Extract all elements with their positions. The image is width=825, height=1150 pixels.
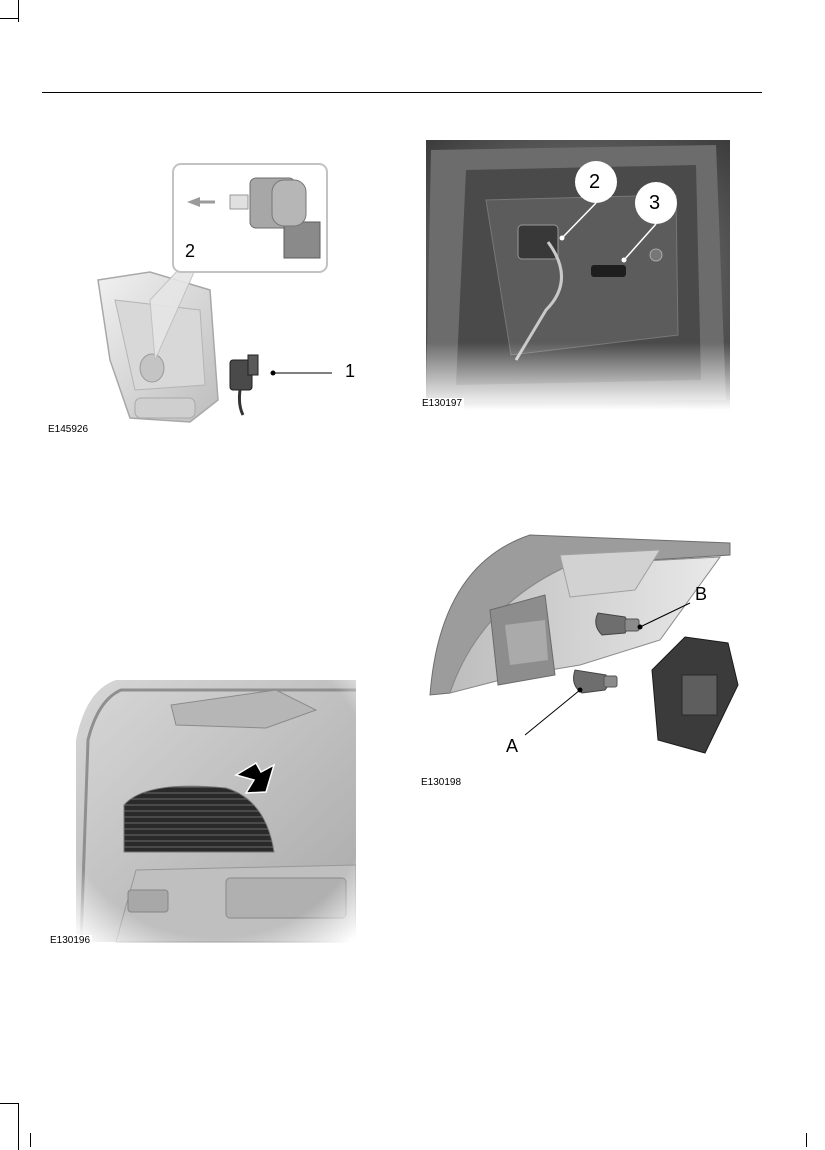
figure-trim-panel (76, 680, 356, 948)
figure-code: E130197 (420, 398, 465, 410)
figure-code: E130198 (419, 777, 464, 789)
callout-A: A (506, 736, 519, 756)
callout-2: 2 (589, 171, 601, 193)
crop-mark-bottom-left-v (18, 1103, 19, 1150)
crop-mark-top-left-v (18, 0, 19, 22)
figure-code: E130196 (48, 935, 93, 947)
figure-lamp-socket: 2 3 (426, 140, 730, 410)
callout-3: 3 (649, 192, 661, 214)
crop-mark-bottom-right-tick (806, 1133, 807, 1147)
crop-mark-top-left-h (0, 18, 18, 19)
callout-B: B (695, 584, 708, 604)
figure-rear-lamp-bulbs: B A (420, 525, 745, 765)
callout-2: 2 (185, 241, 196, 261)
crop-mark-bottom-left-h (0, 1103, 18, 1104)
figure-code: E145926 (46, 424, 91, 436)
header-rule (42, 92, 762, 93)
figure-headlamp-bulb: 2 1 (40, 150, 380, 445)
crop-mark-bottom-left-tick (30, 1133, 31, 1147)
callout-1: 1 (345, 361, 356, 381)
